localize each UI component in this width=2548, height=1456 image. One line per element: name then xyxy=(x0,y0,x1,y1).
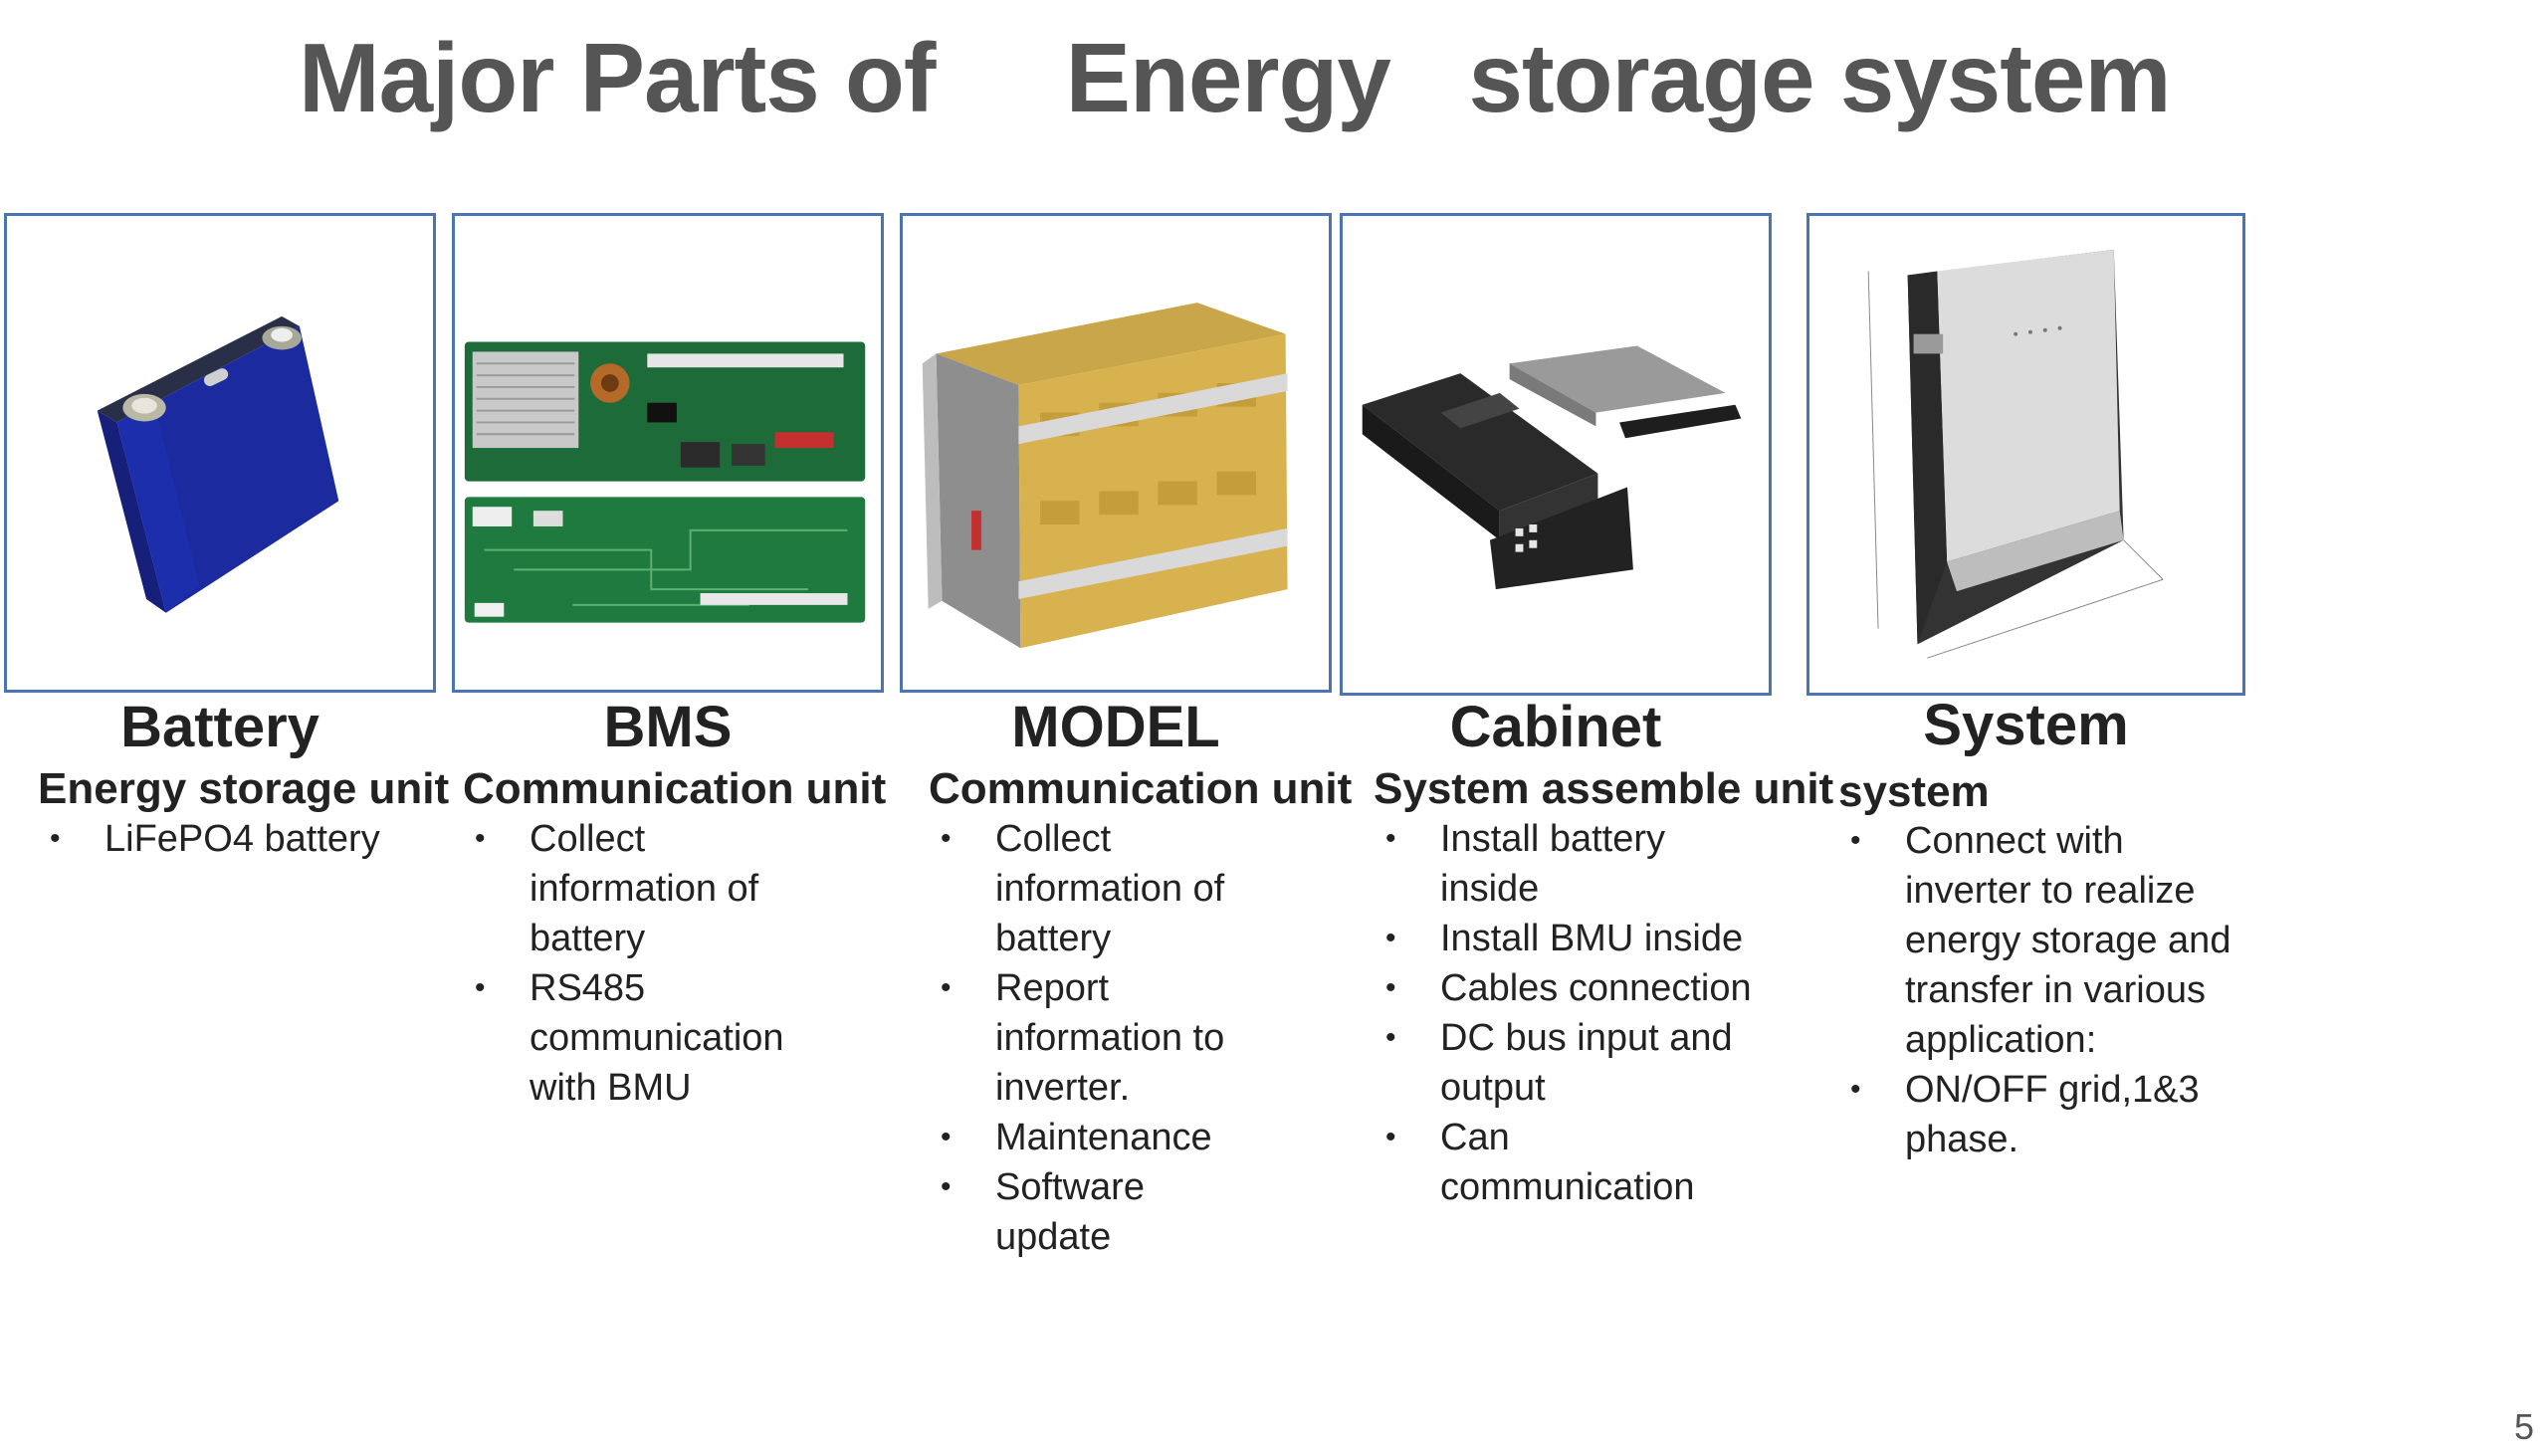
list-item: •Can communication xyxy=(1374,1113,1752,1212)
cabinet-image-frame xyxy=(1340,213,1772,696)
battery-subtitle: Energy storage unit xyxy=(38,764,450,813)
storage-system-cabinet-image xyxy=(1867,249,2164,659)
list-item: •RS485 communication with BMU xyxy=(463,963,821,1113)
system-image-frame xyxy=(1806,213,2245,696)
bms-subtitle: Communication unit xyxy=(463,764,887,813)
bullet-icon: • xyxy=(1385,971,1396,1004)
bullet-icon: • xyxy=(941,1121,952,1153)
bms-name: BMS xyxy=(603,695,733,759)
list-item: •Collect information of battery xyxy=(929,814,1267,963)
system-subtitle: system xyxy=(1838,767,1990,816)
list-item: •ON/OFF grid,1&3 phase. xyxy=(1838,1065,2256,1164)
list-item: •Cables connection xyxy=(1374,963,1752,1013)
system-name: System xyxy=(1923,693,2129,757)
battery-module-image xyxy=(922,303,1288,649)
bullet-icon: • xyxy=(475,822,486,855)
bullet-icon: • xyxy=(941,822,952,855)
page-title: Major Parts of Energy storage system xyxy=(299,23,2172,132)
list-item: •Maintenance xyxy=(929,1113,1267,1162)
bms-circuit-board-image xyxy=(464,341,866,623)
list-item: •Install battery inside xyxy=(1374,814,1752,914)
cabinet-name: Cabinet xyxy=(1449,695,1662,759)
model-name: MODEL xyxy=(1011,695,1220,759)
bullet-icon: • xyxy=(1385,922,1396,954)
list-item: •Collect information of battery xyxy=(463,814,821,963)
bullet-icon: • xyxy=(1385,1021,1396,1054)
list-item: •LiFePO4 battery xyxy=(38,814,436,864)
page-number: 5 xyxy=(2513,1406,2534,1447)
list-item: •Connect with inverter to realize energy… xyxy=(1838,816,2256,1065)
bms-image-frame xyxy=(452,213,884,693)
bullet-icon: • xyxy=(941,971,952,1004)
bullet-icon: • xyxy=(1385,1121,1396,1153)
bullet-icon: • xyxy=(1850,824,1861,857)
bullet-icon: • xyxy=(1385,822,1396,855)
model-image-frame xyxy=(900,213,1332,693)
system-bullets: •Connect with inverter to realize energy… xyxy=(1838,816,2256,1164)
list-item: •Install BMU inside xyxy=(1374,914,1752,963)
battery-image-frame xyxy=(4,213,436,693)
cabinet-subtitle: System assemble unit xyxy=(1374,764,1834,813)
list-item: •Report information to inverter. xyxy=(929,963,1267,1113)
bms-bullets: •Collect information of battery •RS485 c… xyxy=(463,814,821,1113)
lifepo4-cell-image xyxy=(97,315,339,613)
bullet-icon: • xyxy=(1850,1073,1861,1106)
bullet-icon: • xyxy=(50,822,61,855)
cabinet-parts-image xyxy=(1362,345,1742,590)
model-subtitle: Communication unit xyxy=(929,764,1353,813)
battery-bullets: •LiFePO4 battery xyxy=(38,814,436,864)
list-item: •Software update xyxy=(929,1162,1267,1262)
list-item: •DC bus input and output xyxy=(1374,1013,1752,1113)
bullet-icon: • xyxy=(941,1170,952,1203)
cabinet-bullets: •Install battery inside •Install BMU ins… xyxy=(1374,814,1752,1212)
battery-name: Battery xyxy=(120,695,319,759)
bullet-icon: • xyxy=(475,971,486,1004)
model-bullets: •Collect information of battery •Report … xyxy=(929,814,1267,1262)
